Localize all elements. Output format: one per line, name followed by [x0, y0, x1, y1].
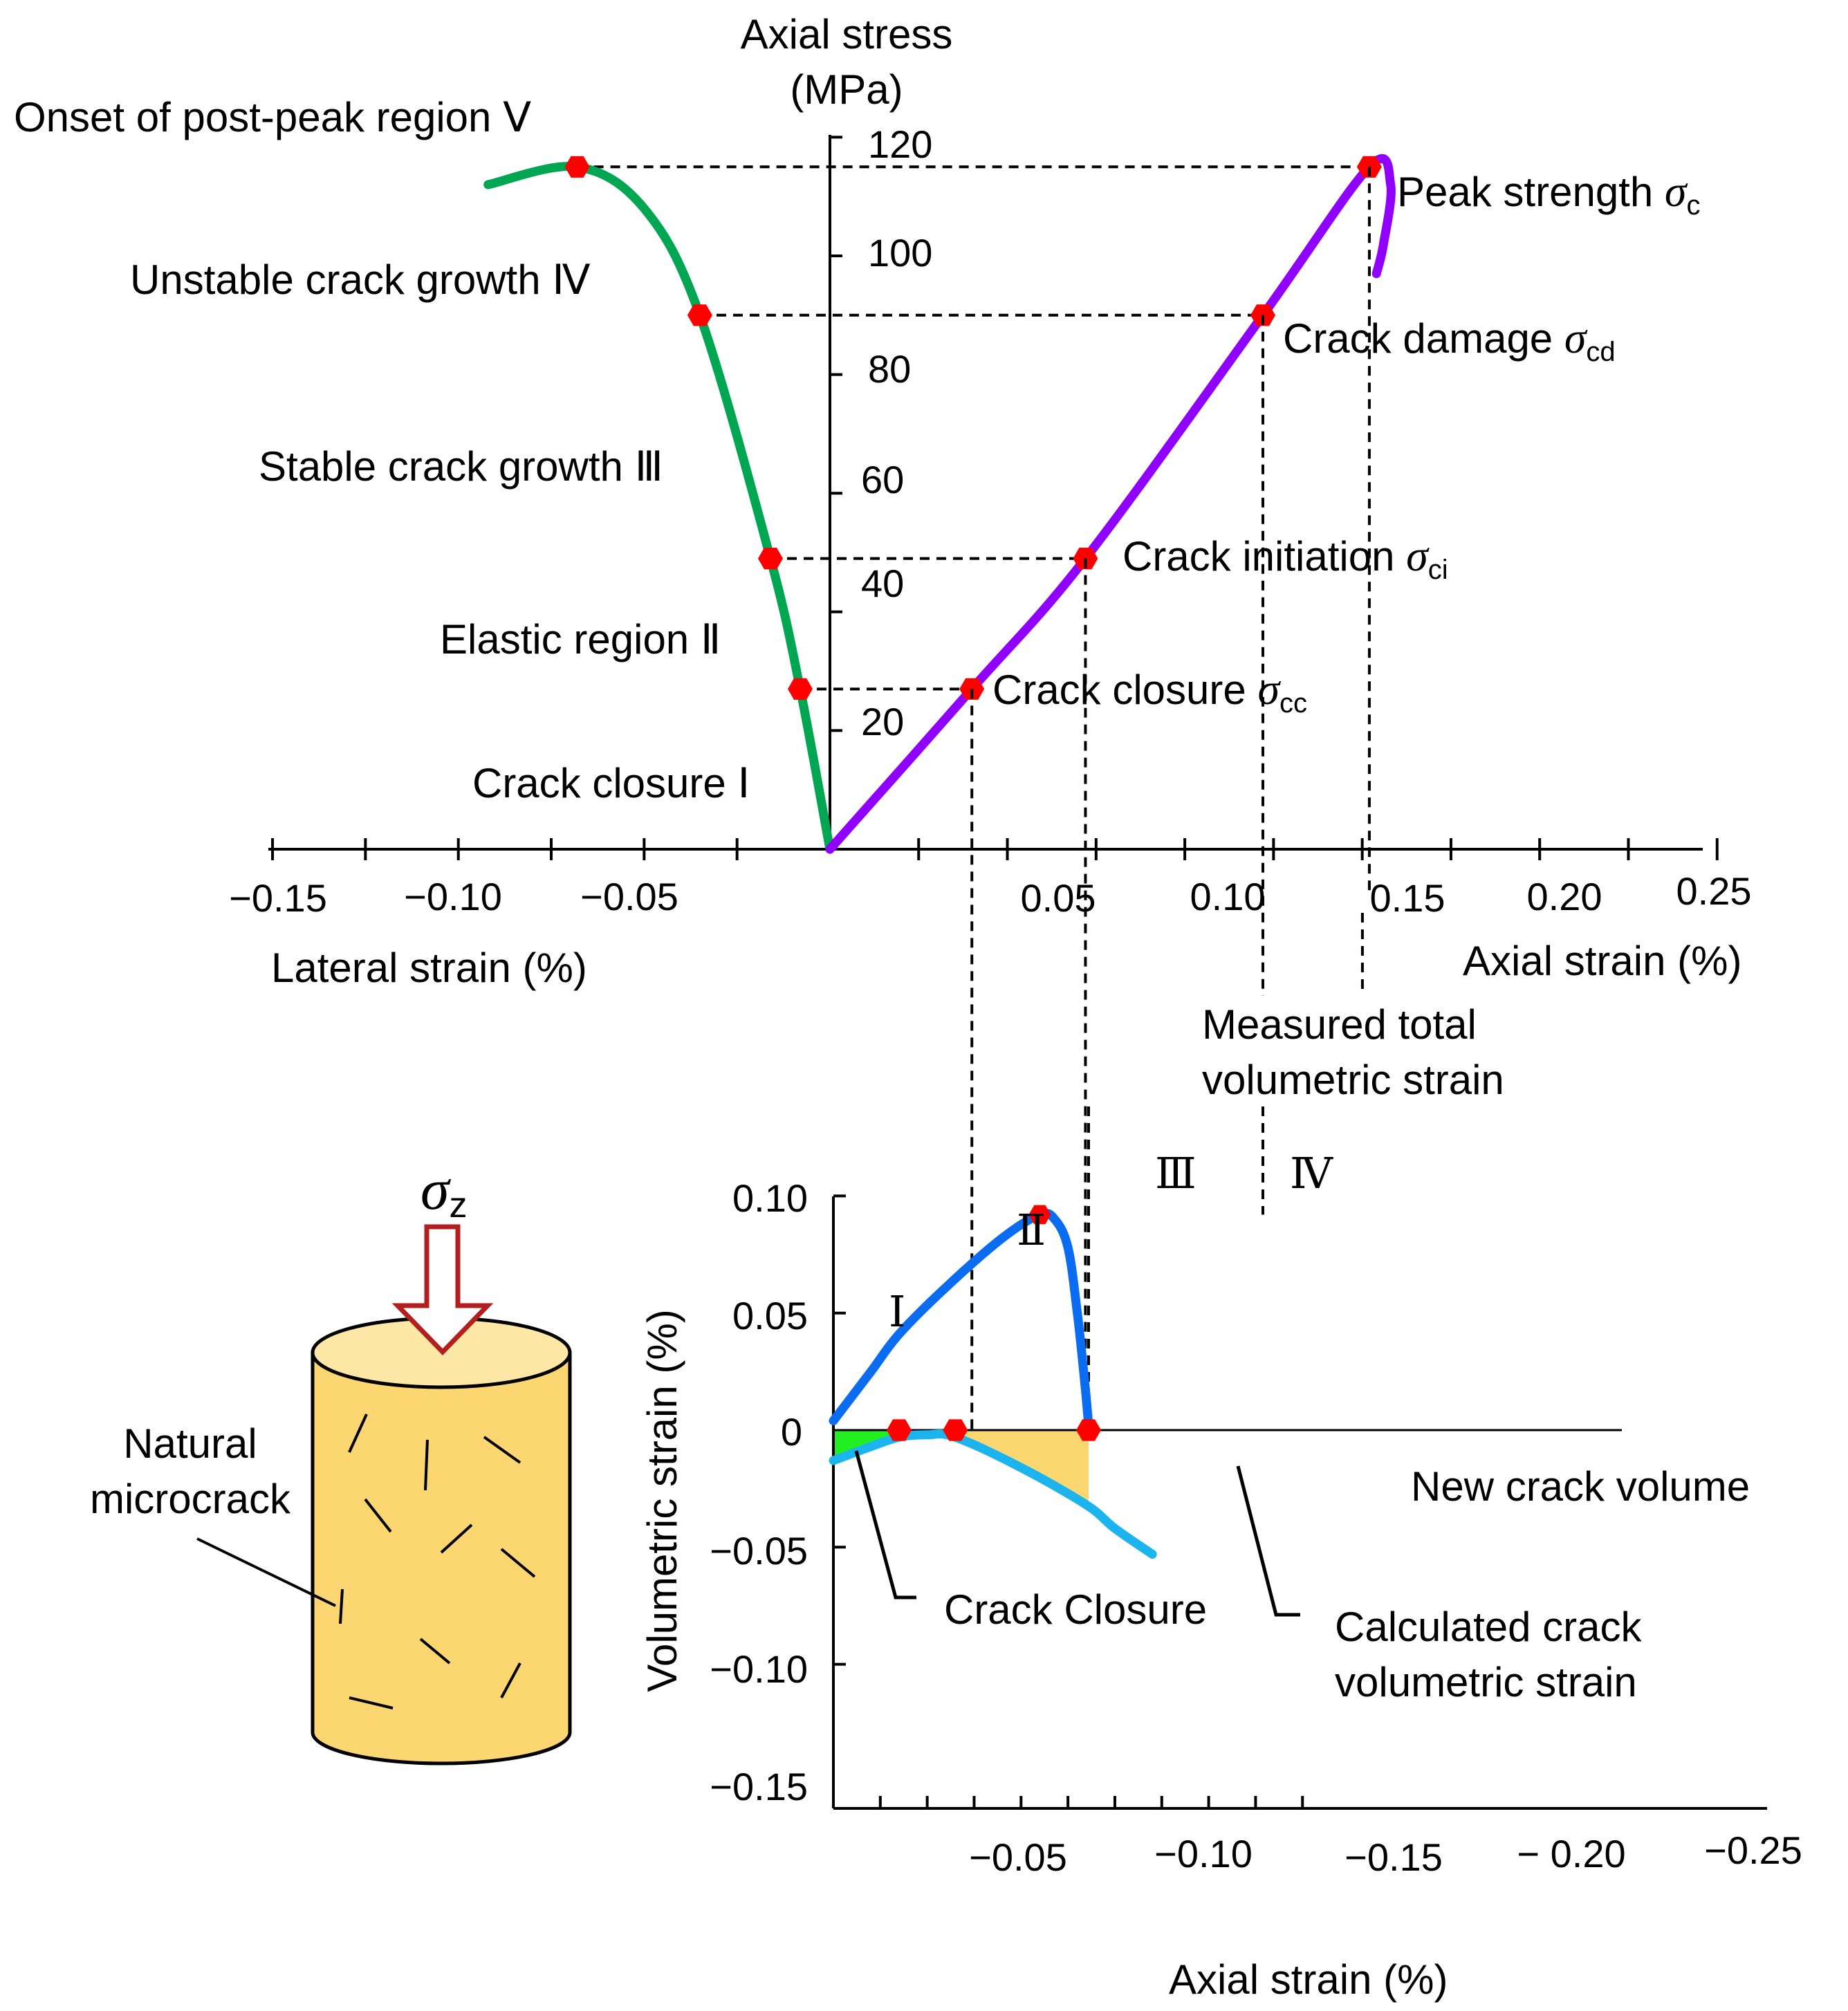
- crack-closure-leader: [854, 1450, 916, 1600]
- region-v-label: Onset of post-peak region Ⅴ: [14, 94, 531, 140]
- x-tick-ax-005: 0.05: [1021, 876, 1096, 920]
- region-iii-label: Stable crack growth Ⅲ: [259, 443, 663, 490]
- crack-closure-annotation: Crack Closure: [944, 1586, 1207, 1633]
- vol-x-tick-010: −0.10: [1154, 1832, 1253, 1875]
- lateral-marker-0: [788, 678, 813, 700]
- lateral-marker-3: [564, 156, 590, 178]
- stress-curves: [483, 154, 1396, 854]
- measured-label-line2: volumetric strain: [1202, 1057, 1504, 1103]
- sample-body: [311, 1351, 572, 1766]
- measured-label-line1: Measured total: [1202, 1001, 1477, 1048]
- stress-strain-chart: Axial stress (MPa) Lateral strain (%) Ax…: [14, 11, 1752, 991]
- y-tick-100: 100: [868, 231, 932, 275]
- region-iv-label: Unstable crack growth Ⅳ: [130, 257, 591, 303]
- new-crack-volume-label: New crack volume: [1411, 1463, 1750, 1510]
- calculated-crack-label-line2: volumetric strain: [1335, 1659, 1637, 1705]
- vol-y-axis-label: Volumetric strain (%): [639, 1309, 685, 1692]
- vol-x-tick-025: −0.25: [1704, 1828, 1802, 1872]
- calculated-crack-leader: [1236, 1465, 1300, 1617]
- sigma-z-label: σz: [421, 1158, 467, 1225]
- y-tick-40: 40: [861, 562, 904, 605]
- vol-tick-005: 0.05: [732, 1294, 808, 1337]
- axial-marker-3: [1356, 156, 1382, 178]
- stress-axis-unit: (MPa): [790, 66, 903, 113]
- zero-crossing-marker-2: [1076, 1419, 1101, 1441]
- region-ii-label: Elastic region Ⅱ: [440, 616, 721, 662]
- microcrack-label-line2: microcrack: [90, 1476, 291, 1522]
- vol-axis-ticks: [833, 1194, 1304, 1808]
- crack-initiation-label: Crack initiation σci: [1122, 531, 1448, 585]
- x-tick-lat-010: −0.10: [404, 875, 502, 918]
- vol-markers: [887, 1205, 1101, 1441]
- region-i-label: Crack closure Ⅰ: [472, 760, 750, 806]
- vol-x-tick-005: −0.05: [969, 1835, 1067, 1879]
- lateral-marker-2: [687, 304, 712, 326]
- zero-crossing-marker-0: [887, 1419, 912, 1441]
- lateral-axis-label: Lateral strain (%): [271, 945, 587, 991]
- stress-axis-label: Axial stress: [741, 11, 953, 57]
- vol-peak-marker: [1028, 1205, 1051, 1225]
- vol-tick-010: 0.10: [732, 1176, 808, 1220]
- lateral-marker-1: [758, 548, 783, 570]
- microcracks: [339, 1414, 536, 1709]
- x-tick-lat-015: −0.15: [229, 876, 327, 920]
- axis-ticks: [271, 136, 1719, 860]
- vol-x-tick-015: −0.15: [1345, 1835, 1443, 1879]
- x-tick-ax-015: 0.15: [1370, 876, 1445, 920]
- measured-volumetric-curve: [829, 1209, 1093, 1430]
- y-tick-80: 80: [868, 347, 911, 391]
- vol-region-ii: Ⅱ: [1017, 1207, 1046, 1254]
- vol-tick-m010: −0.10: [710, 1647, 808, 1691]
- crack-damage-label: Crack damage σcd: [1283, 313, 1616, 367]
- vol-tick-m005: −0.05: [710, 1529, 808, 1573]
- x-tick-lat-005: −0.05: [580, 875, 678, 918]
- load-arrow: [391, 1224, 494, 1356]
- microcrack-leader: [196, 1537, 336, 1607]
- y-tick-120: 120: [868, 122, 932, 166]
- vol-curves: [829, 1209, 1157, 1559]
- vol-region-i: Ⅰ: [889, 1289, 906, 1336]
- axial-axis-label: Axial strain (%): [1463, 938, 1741, 984]
- vol-x-axis-label: Axial strain (%): [1169, 1956, 1448, 2003]
- vol-region-iv: Ⅳ: [1290, 1151, 1333, 1198]
- vol-tick-m015: −0.15: [710, 1765, 808, 1808]
- calculated-crack-label-line1: Calculated crack: [1335, 1604, 1643, 1650]
- volumetric-strain-chart: 0.10 0.05 0 −0.05 −0.10 −0.15 −0.05 −0.1…: [639, 167, 1802, 2003]
- crack-volumetric-curve: [829, 1429, 1157, 1559]
- microcrack-label-line1: Natural: [123, 1420, 257, 1467]
- y-tick-20: 20: [861, 700, 904, 743]
- threshold-guides: [577, 165, 1369, 691]
- zero-crossing-marker-1: [943, 1419, 968, 1441]
- x-tick-ax-025: 0.25: [1676, 869, 1752, 913]
- vol-region-iii: Ⅲ: [1155, 1151, 1196, 1198]
- vol-tick-0: 0: [781, 1410, 802, 1454]
- y-tick-60: 60: [861, 458, 904, 501]
- rock-sample-illustration: Natural microcrack σz: [90, 1158, 572, 1766]
- x-tick-ax-020: 0.20: [1527, 875, 1602, 918]
- crack-closure-threshold-label: Crack closure σcc: [992, 665, 1307, 719]
- vol-x-tick-020: − 0.20: [1517, 1832, 1625, 1875]
- peak-strength-label: Peak strength σc: [1397, 167, 1700, 221]
- x-tick-ax-010: 0.10: [1190, 875, 1266, 918]
